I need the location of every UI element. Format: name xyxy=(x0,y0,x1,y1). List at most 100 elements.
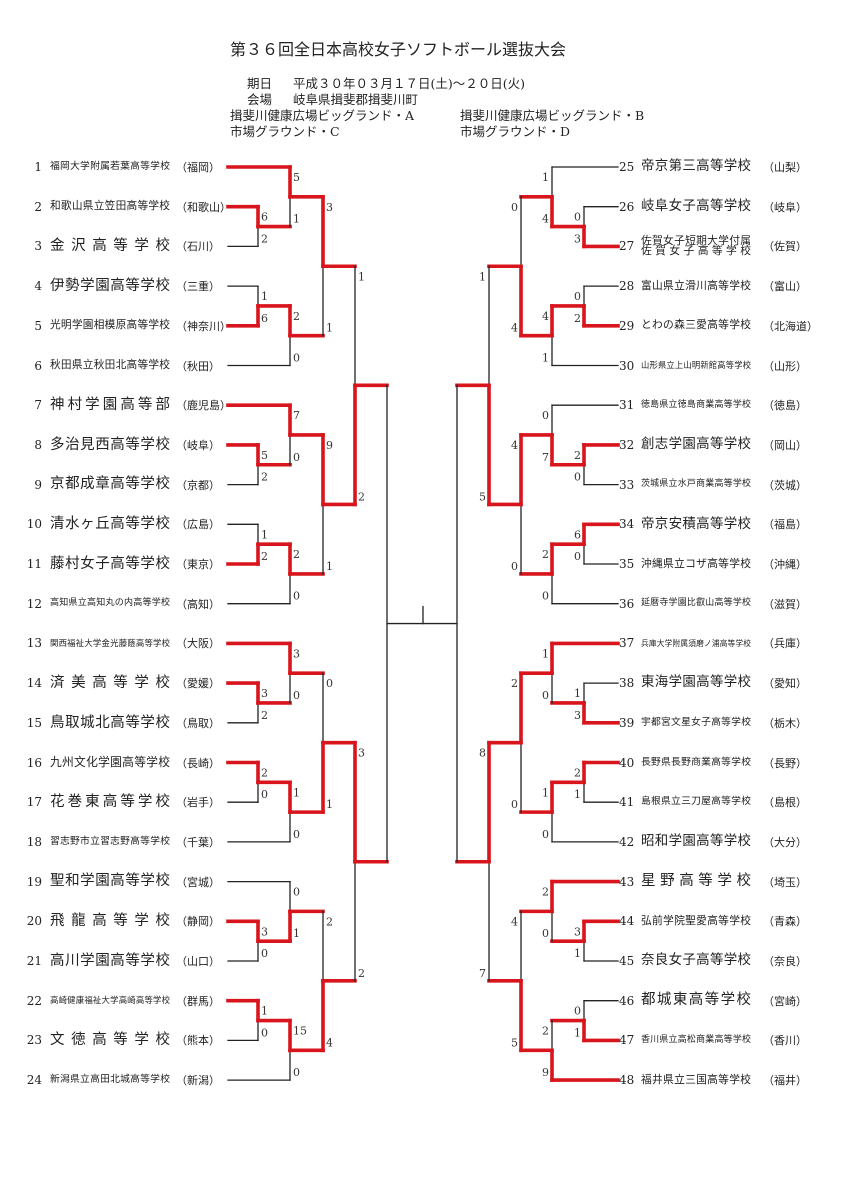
score-label: 0 xyxy=(511,798,518,811)
score-label: 0 xyxy=(574,290,581,303)
prefecture: （宮崎） xyxy=(763,994,807,1008)
score-label: 3 xyxy=(358,747,365,760)
score-label: 0 xyxy=(542,409,549,422)
score-label: 8 xyxy=(479,747,486,760)
score-label: 0 xyxy=(574,1005,581,1018)
score-label: 0 xyxy=(261,947,268,960)
prefecture: （大阪） xyxy=(176,637,220,651)
team-name: 和歌山県立笠田高等学校 xyxy=(50,199,170,213)
score-label: 3 xyxy=(261,925,268,938)
team-number: 47 xyxy=(619,1033,635,1048)
score-label: 2 xyxy=(261,709,268,722)
prefecture: （徳島） xyxy=(763,399,807,413)
score-label: 1 xyxy=(293,927,300,940)
team-name: 光明学園相模原高等学校 xyxy=(50,318,170,332)
prefecture: （福井） xyxy=(763,1074,807,1088)
team-number: 10 xyxy=(26,517,42,532)
score-label: 1 xyxy=(574,947,581,960)
prefecture: （青森） xyxy=(763,915,807,929)
team-number: 34 xyxy=(619,517,635,532)
score-label: 5 xyxy=(511,1036,518,1049)
score-label: 15 xyxy=(293,1025,307,1038)
team-number: 35 xyxy=(619,557,635,571)
score-label: 6 xyxy=(261,211,268,224)
prefecture: （福岡） xyxy=(176,161,220,174)
score-label: 1 xyxy=(479,270,486,283)
score-label: 1 xyxy=(542,786,549,799)
score-label: 2 xyxy=(293,548,300,561)
team-number: 36 xyxy=(619,596,635,611)
team-number: 23 xyxy=(26,1033,42,1048)
score-label: 7 xyxy=(479,967,486,980)
team-number: 14 xyxy=(26,676,42,691)
team-number: 4 xyxy=(34,279,42,294)
team-name: 高崎健康福祉大学高崎高等学校 xyxy=(50,995,170,1006)
score-label: 0 xyxy=(293,352,300,365)
score-label: 4 xyxy=(511,322,518,335)
score-label: 3 xyxy=(293,647,300,660)
score-label: 1 xyxy=(326,798,333,811)
score-label: 0 xyxy=(293,689,300,702)
team-name: 沖縄県立コザ高等学校 xyxy=(641,556,751,570)
score-label: 0 xyxy=(293,1066,300,1079)
ground-c: 市場グラウンド・C xyxy=(230,124,340,139)
team-name: 徳島県立徳島商業高等学校 xyxy=(641,399,751,410)
team-number: 29 xyxy=(619,318,635,333)
team-name: 帝京第三高等学校 xyxy=(641,158,751,175)
score-label: 5 xyxy=(479,490,486,503)
score-label: 2 xyxy=(574,767,581,780)
team-number: 16 xyxy=(26,755,42,770)
prefecture: （愛媛） xyxy=(176,677,220,691)
team-number: 41 xyxy=(619,795,635,810)
team-name: 高知県立高知丸の内高等学校 xyxy=(50,598,170,609)
team-name: 長野県長野商業高等学校 xyxy=(641,756,751,768)
score-label: 7 xyxy=(293,409,300,422)
prefecture: （高知） xyxy=(176,597,220,611)
score-label: 1 xyxy=(261,290,268,303)
team-number: 44 xyxy=(619,914,635,929)
team-name: 神村学園高等部 xyxy=(50,396,170,413)
team-name: 佐賀女子短期大学付属 佐賀女子高等学校 xyxy=(641,233,751,258)
team-number: 21 xyxy=(26,954,42,968)
team-number: 8 xyxy=(34,437,42,452)
score-label: 4 xyxy=(542,213,549,226)
score-label: 4 xyxy=(326,1036,333,1049)
prefecture: （福島） xyxy=(763,518,807,532)
ground-d: 市場グラウンド・D xyxy=(460,124,571,139)
score-label: 0 xyxy=(293,451,300,464)
team-name: 東海学園高等学校 xyxy=(641,674,751,691)
team-number: 27 xyxy=(619,239,635,254)
score-label: 1 xyxy=(293,213,300,226)
prefecture: （大分） xyxy=(763,835,807,849)
team-number: 48 xyxy=(619,1073,635,1088)
team-name: 延暦寺学園比叡山高等学校 xyxy=(641,598,751,609)
score-label: 2 xyxy=(574,312,581,325)
team-number: 32 xyxy=(619,437,635,452)
score-label: 0 xyxy=(542,828,549,841)
team-name: 香川県立高松商業高等学校 xyxy=(641,1034,751,1045)
team-number: 40 xyxy=(619,755,635,770)
score-label: 3 xyxy=(326,201,333,214)
team-name: 創志学園高等学校 xyxy=(641,436,751,453)
prefecture: （和歌山） xyxy=(176,200,231,214)
score-label: 2 xyxy=(542,886,549,899)
team-name: 関西福祉大学金光藤蔭高等学校 xyxy=(50,638,170,649)
prefecture: （富山） xyxy=(763,280,807,294)
score-label: 0 xyxy=(574,211,581,224)
prefecture: （秋田） xyxy=(176,359,220,373)
ground-a: 揖斐川健康広場ビッグランド・A xyxy=(230,108,415,123)
team-name: とわの森三愛高等学校 xyxy=(641,318,751,332)
team-number: 17 xyxy=(26,795,42,810)
date-value: 平成３０年０３月１７日(土)～２０日(火) xyxy=(293,76,526,91)
team-name: 兵庫大学附属須磨ノ浦高等学校 xyxy=(641,638,751,648)
